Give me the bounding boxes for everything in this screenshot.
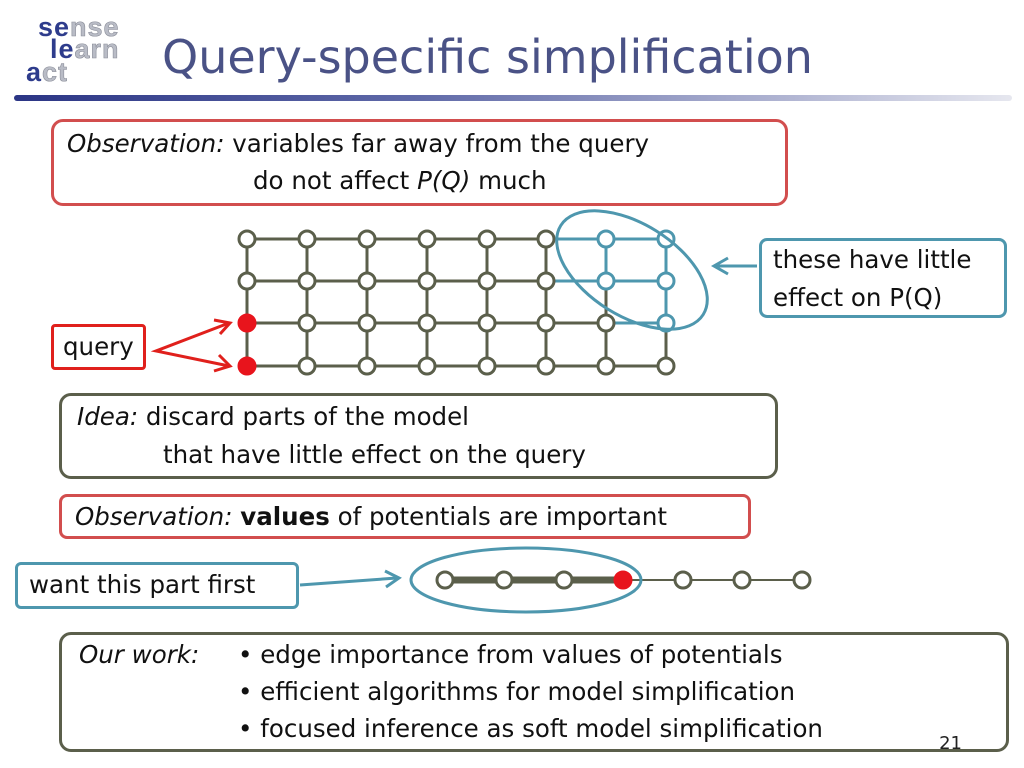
- grid-node: [357, 271, 377, 291]
- observation-1-label: Observation:: [67, 129, 225, 158]
- query-node: [237, 356, 257, 376]
- query-arrowhead-bottom: [213, 353, 233, 373]
- chain-node: [554, 570, 574, 590]
- chain-node: [673, 570, 693, 590]
- far-callout-line-2: effect on P(Q): [773, 283, 943, 312]
- chain-important-ellipse: [409, 546, 643, 614]
- chain-node: [494, 570, 514, 590]
- grid-node: [536, 271, 556, 291]
- grid-node: [417, 271, 437, 291]
- chain-node: [732, 570, 752, 590]
- grid-node: [357, 229, 377, 249]
- grid-node: [417, 229, 437, 249]
- want-label-box: [15, 562, 299, 609]
- idea-line-2: that have little effect on the query: [163, 440, 586, 469]
- grid-node: [237, 229, 257, 249]
- grid-node: [297, 313, 317, 333]
- logo-se: se: [38, 12, 71, 42]
- sense-learn-act-logo: sense learn act: [20, 12, 130, 90]
- observation-1-text-3: much: [478, 166, 547, 195]
- observation-2-bold: values: [240, 502, 330, 531]
- grid-node: [477, 229, 497, 249]
- chain-model: [435, 570, 812, 590]
- grid-node: [297, 356, 317, 376]
- idea-box: [59, 393, 778, 479]
- grid-node: [536, 356, 556, 376]
- far-region-ellipse: [555, 209, 709, 331]
- observation-2-line: Observation: values of potentials are im…: [75, 502, 667, 531]
- observation-box-1: [51, 119, 788, 206]
- logo-a: a: [26, 57, 43, 87]
- far-node: [596, 271, 616, 291]
- query-label-box: [51, 324, 146, 370]
- grid-node: [357, 356, 377, 376]
- our-work-bullet-3: • focused inference as soft model simpli…: [238, 714, 823, 743]
- logo-ct: ct: [42, 57, 69, 87]
- grid-node: [477, 271, 497, 291]
- chain-node: [435, 570, 455, 590]
- want-arrowhead: [384, 569, 402, 589]
- grid-node: [417, 313, 437, 333]
- our-work-box: [59, 632, 1009, 752]
- query-node: [237, 313, 257, 333]
- observation-2-text: of potentials are important: [337, 502, 667, 531]
- query-label: query: [63, 332, 134, 361]
- grid-node: [536, 229, 556, 249]
- grid-node: [297, 229, 317, 249]
- logo-arn: arn: [74, 34, 120, 64]
- far-callout-arrowhead: [710, 256, 729, 276]
- logo-nse: nse: [70, 12, 120, 42]
- query-arrowhead-top: [213, 318, 233, 336]
- our-work-bullet-2: • efficient algorithms for model simplif…: [238, 677, 796, 706]
- idea-line-1: Idea: discard parts of the model: [77, 402, 469, 431]
- our-work-label: Our work:: [79, 640, 200, 669]
- idea-label: Idea:: [77, 402, 139, 431]
- far-variables-callout: [759, 238, 1007, 318]
- observation-1-line-1: Observation: variables far away from the…: [67, 129, 649, 158]
- observation-1-pq: P(Q): [417, 166, 471, 195]
- far-node: [596, 229, 616, 249]
- observation-1-text-2: do not affect: [253, 166, 410, 195]
- page-number: 21: [939, 733, 962, 754]
- observation-1-text-1: variables far away from the query: [232, 129, 650, 158]
- logo-le: le: [50, 34, 75, 64]
- observation-1-line-2: do not affect P(Q) much: [253, 166, 546, 195]
- far-callout-line-1: these have little: [773, 245, 972, 274]
- grid-node: [656, 356, 676, 376]
- idea-text-1: discard parts of the model: [145, 402, 469, 431]
- grid-node: [357, 313, 377, 333]
- chain-node: [792, 570, 812, 590]
- grid-node: [237, 271, 257, 291]
- observation-box-2: [59, 494, 751, 539]
- our-work-bullet-1: • edge importance from values of potenti…: [238, 640, 783, 669]
- title-underline: [14, 95, 1012, 101]
- slide-title: Query-specific simplification: [162, 30, 813, 84]
- chain-query-node: [613, 570, 633, 590]
- grid-node: [596, 356, 616, 376]
- want-arrow-line: [299, 576, 398, 587]
- far-node: [656, 313, 676, 333]
- far-node: [656, 271, 676, 291]
- grid-node: [596, 313, 616, 333]
- query-arrows: [150, 321, 230, 368]
- want-label: want this part first: [29, 570, 256, 599]
- grid-node: [536, 313, 556, 333]
- grid-node: [297, 271, 317, 291]
- grid-node: [477, 313, 497, 333]
- grid-model: [237, 229, 676, 376]
- grid-node: [477, 356, 497, 376]
- grid-node: [417, 356, 437, 376]
- observation-2-label: Observation:: [75, 502, 233, 531]
